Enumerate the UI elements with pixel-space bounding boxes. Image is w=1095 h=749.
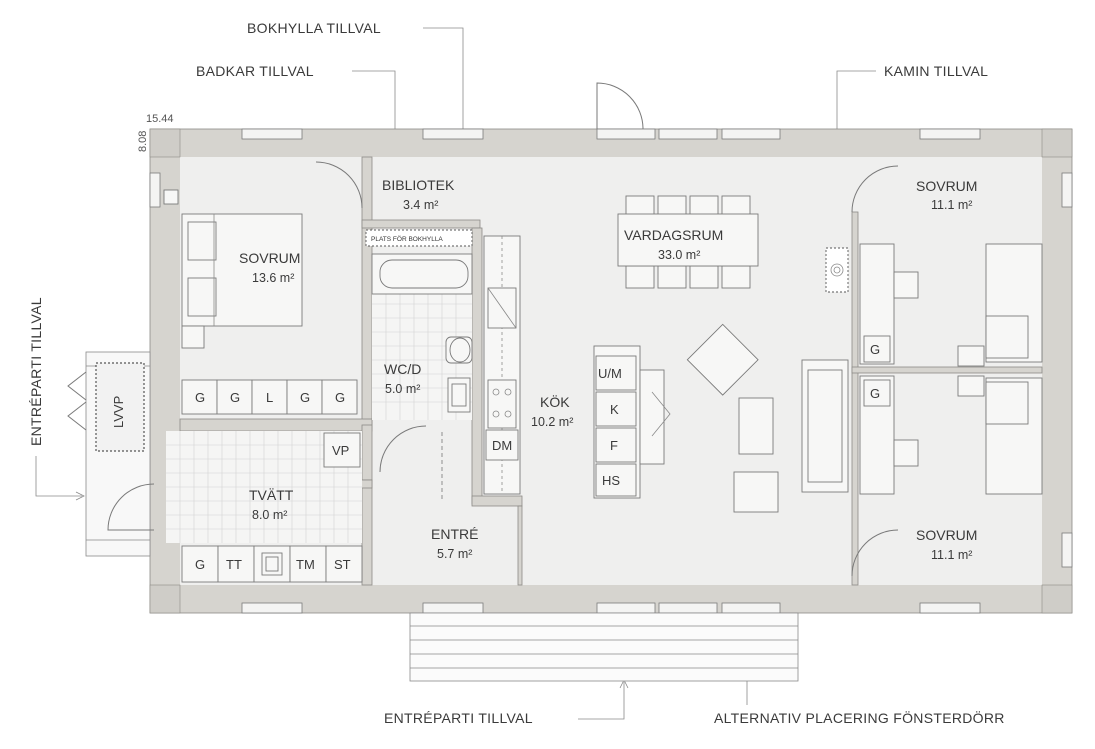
room-wcd-name: WC/D <box>384 361 421 377</box>
room-sovrum-top-right-area: 11.1 m² <box>931 198 972 212</box>
callout-kamin-tillval: KAMIN TILLVAL <box>884 63 988 79</box>
room-kok-name: KÖK <box>540 393 570 410</box>
room-sovrum-bottom-right-area: 11.1 m² <box>931 548 972 562</box>
label-g-top-right: G <box>870 342 880 357</box>
bedroom-closets: G G L G G <box>181 379 358 415</box>
callout-entreparti-tillval-left: ENTRÉPARTI TILLVAL <box>28 297 44 446</box>
room-sovrum-main-name: SOVRUM <box>239 250 300 266</box>
dimension-width: 15.44 <box>146 113 174 125</box>
callout-alternativ-placering: ALTERNATIV PLACERING FÖNSTERDÖRR <box>714 709 1005 726</box>
callout-entreparti-tillval-bottom: ENTRÉPARTI TILLVAL <box>384 710 533 726</box>
svg-text:U/M: U/M <box>598 366 622 381</box>
svg-text:TT: TT <box>226 557 242 572</box>
room-tvatt-name: TVÄTT <box>249 487 294 503</box>
room-sovrum-top-right-name: SOVRUM <box>916 178 977 194</box>
svg-text:F: F <box>610 438 618 453</box>
room-kok-area: 10.2 m² <box>531 415 573 429</box>
svg-text:L: L <box>266 390 273 405</box>
svg-text:G: G <box>230 390 240 405</box>
svg-text:G: G <box>300 390 310 405</box>
label-g-bottom-right: G <box>870 386 880 401</box>
svg-text:G: G <box>195 390 205 405</box>
room-tvatt-area: 8.0 m² <box>252 508 287 522</box>
kitchen-island: U/M K F HS <box>595 355 637 497</box>
svg-text:G: G <box>195 557 205 572</box>
label-dm: DM <box>492 438 512 453</box>
room-entre-name: ENTRÉ <box>431 526 478 542</box>
dining-table <box>617 195 759 289</box>
room-entre-area: 5.7 m² <box>437 547 472 561</box>
label-plats-for-bokhylla: PLATS FÖR BOKHYLLA <box>371 235 443 243</box>
dimension-depth: 8.08 <box>137 131 149 152</box>
room-vardagsrum-name: VARDAGSRUM <box>624 227 723 243</box>
laundry-units: G TT TM ST <box>181 545 363 583</box>
svg-text:G: G <box>335 390 345 405</box>
svg-text:HS: HS <box>602 473 620 488</box>
callout-badkar-tillval: BADKAR TILLVAL <box>196 63 314 79</box>
room-sovrum-main-area: 13.6 m² <box>252 271 294 285</box>
svg-text:ST: ST <box>334 557 351 572</box>
room-vardagsrum-area: 33.0 m² <box>658 248 700 262</box>
label-vp: VP <box>332 443 349 458</box>
room-bibliotek-name: BIBLIOTEK <box>382 177 455 193</box>
room-sovrum-bottom-right-name: SOVRUM <box>916 527 977 543</box>
svg-text:K: K <box>610 402 619 417</box>
svg-text:TM: TM <box>296 557 315 572</box>
label-lvvp: LVVP <box>111 396 126 428</box>
callout-bokhylla-tillval: BOKHYLLA TILLVAL <box>247 20 381 36</box>
room-wcd-area: 5.0 m² <box>385 382 420 396</box>
room-bibliotek-area: 3.4 m² <box>403 198 438 212</box>
